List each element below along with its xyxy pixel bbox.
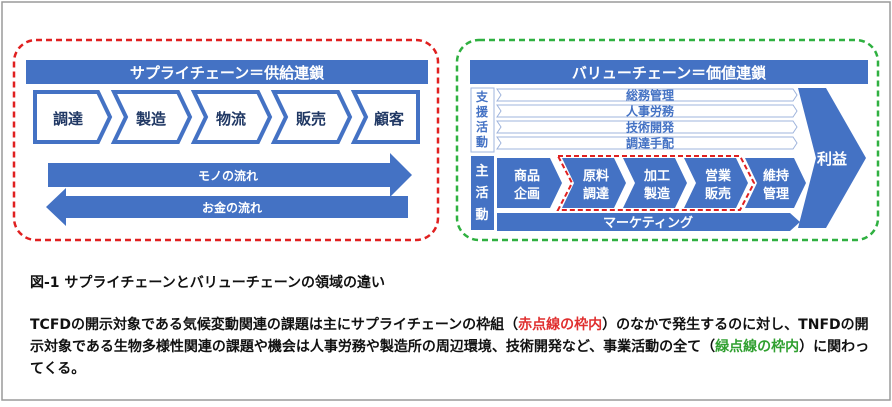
support-item-general-affairs: 総務管理 [626, 88, 674, 103]
primary-step-raw-material-line-2: 調達 [583, 186, 609, 202]
supply-chain-banner-text: サプライチェーン＝供給連鎖 [130, 64, 325, 82]
primary-step-processing-line-2: 製造 [643, 186, 671, 202]
supply-step-manufacturing-shape [110, 90, 193, 144]
goods-flow-label: モノの流れ [198, 168, 258, 183]
support-bar-hr [496, 104, 798, 118]
supply-step-customer-label: 顧客 [374, 110, 405, 128]
primary-step-sales-line-2: 販売 [705, 186, 731, 202]
support-activities-label-box [470, 87, 495, 153]
figure-caption-body: TCFDの開示対象である気候変動関連の課題は主にサプライチェーンの枠組（赤点線の… [30, 314, 870, 380]
primary-step-maintenance-line-2: 管理 [763, 186, 789, 202]
primary-step-sales-line-1: 営業 [705, 168, 732, 184]
supply-step-sales: 販売 [270, 90, 353, 144]
supply-step-logistics-label: 物流 [216, 110, 246, 128]
supply-step-procurement-shape [33, 90, 113, 144]
primary-step-sales-shape [684, 158, 748, 208]
primary-step-maintenance-shape [745, 158, 806, 208]
support-bar-general-affairs [496, 88, 798, 102]
marketing-bar [497, 213, 800, 231]
primary-step-raw-material-line-1: 原料 [583, 168, 609, 184]
primary-step-product-planning-line-1: 商品 [514, 168, 540, 184]
support-item-tech-dev: 技術開発 [626, 120, 675, 135]
support-item-procurement: 調達手配 [626, 136, 674, 151]
support-bar-tech-dev [496, 120, 798, 134]
primary-step-raw-material-shape [562, 158, 626, 208]
caption-body-part-2: ）のなかで発生するのに対し、TNFDの開示対象である生物多様性関連の課題や機会は… [30, 317, 869, 355]
supply-step-customer-shape [350, 90, 420, 144]
caption-body-part-3: ）に関わってくる。 [30, 339, 870, 377]
value-chain-banner [470, 60, 868, 84]
supply-step-logistics: 物流 [190, 90, 273, 144]
support-label-char-3: 活 [476, 119, 488, 134]
support-label-char-2: 援 [476, 104, 489, 119]
goods-flow-arrow [48, 153, 412, 197]
primary-step-sales: 営業 販売 [684, 158, 748, 208]
primary-step-product-planning-shape [497, 158, 562, 208]
support-bar-procurement [496, 136, 798, 150]
support-item-hr: 人事労務 [626, 104, 675, 119]
supply-step-procurement-label: 調達 [53, 110, 83, 128]
caption-body-part-1: TCFDの開示対象である気候変動関連の課題は主にサプライチェーンの枠組（ [30, 317, 519, 333]
primary-step-raw-material: 原料 調達 [562, 158, 626, 208]
supply-chain-banner [26, 60, 428, 84]
primary-red-dashed-frame [556, 155, 756, 211]
primary-step-processing: 加工 製造 [623, 158, 687, 208]
supply-step-customer: 顧客 [350, 90, 420, 144]
money-flow-arrow [46, 188, 408, 226]
figure-caption-title: 図-1 サプライチェーンとバリューチェーンの領域の違い [30, 275, 386, 291]
primary-activities-label-box [471, 156, 494, 230]
supply-chain-dashed-frame [12, 38, 440, 242]
supply-step-sales-label: 販売 [296, 110, 326, 128]
caption-green-highlight: 緑点線の枠内 [715, 339, 800, 355]
primary-step-maintenance-line-1: 維持 [763, 168, 789, 184]
value-chain-dashed-frame [455, 38, 880, 242]
primary-step-processing-shape [623, 158, 687, 208]
caption-red-highlight: 赤点線の枠内 [518, 317, 603, 333]
primary-step-processing-line-1: 加工 [643, 169, 670, 184]
primary-label-char-2: 活 [475, 185, 488, 201]
supply-step-manufacturing: 製造 [110, 90, 193, 144]
primary-label-char-3: 動 [475, 207, 488, 223]
supply-step-procurement: 調達 [33, 90, 113, 144]
primary-step-maintenance: 維持 管理 [745, 158, 806, 208]
profit-chevron [798, 88, 866, 228]
support-label-char-1: 支 [475, 89, 489, 104]
marketing-label: マーケティング [603, 215, 693, 231]
profit-label: 利益 [817, 150, 847, 168]
support-label-char-4: 動 [476, 134, 488, 149]
primary-step-product-planning: 商品 企画 [497, 158, 562, 208]
primary-label-char-1: 主 [475, 163, 488, 179]
money-flow-label: お金の流れ [202, 200, 262, 215]
value-chain-banner-text: バリューチェーン＝価値連鎖 [572, 64, 767, 82]
supply-step-manufacturing-label: 製造 [135, 110, 166, 128]
supply-step-sales-shape [270, 90, 353, 144]
primary-step-product-planning-line-2: 企画 [513, 186, 540, 202]
supply-step-logistics-shape [190, 90, 273, 144]
